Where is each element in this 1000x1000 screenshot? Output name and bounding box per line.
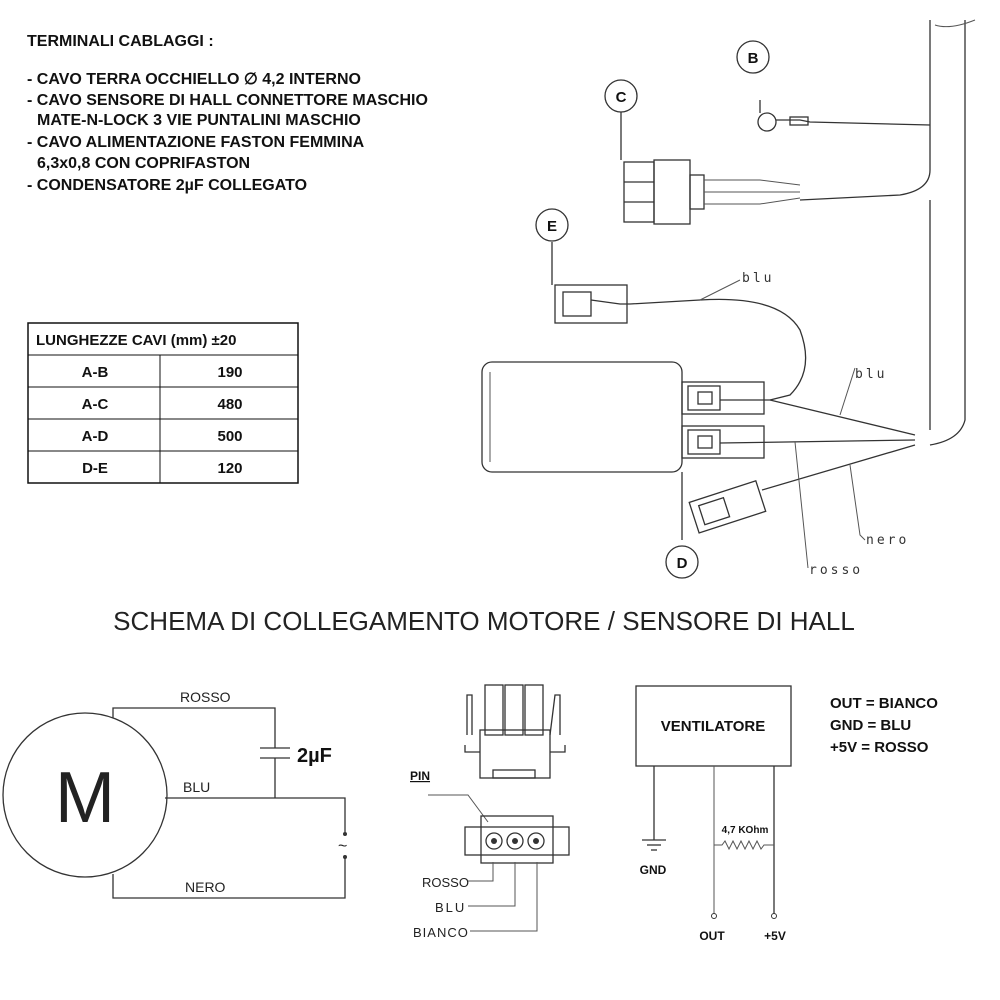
terminals-title: TERMINALI CABLAGGI :	[27, 33, 214, 50]
resistor-label: 4,7 KOhm	[722, 825, 769, 836]
motor-symbol: M	[55, 758, 115, 838]
fan-schematic: VENTILATORE GND 4,7 KOhm OUT +5V OUT = B…	[635, 685, 938, 943]
terminal-line: - CAVO TERRA OCCHIELLO ∅ 4,2 INTERNO	[27, 71, 361, 88]
wire-label-blu-top: blu	[742, 271, 774, 286]
motor-wire-blu: BLU	[183, 779, 210, 795]
capacitor-label: 2µF	[297, 745, 332, 767]
table-cell-length: 190	[217, 364, 242, 381]
terminal-line: - CAVO SENSORE DI HALL CONNETTORE MASCHI…	[27, 92, 428, 109]
marker-c: C	[616, 89, 627, 106]
cable-length-table: LUNGHEZZE CAVI (mm) ±20 A-B 190 A-C 480 …	[27, 322, 299, 484]
wire-label-blu-mid: blu	[855, 367, 887, 382]
harness-drawing: blu blu nero rosso B C E D	[481, 19, 976, 579]
table-header: LUNGHEZZE CAVI (mm) ±20	[36, 332, 236, 349]
hall-connector: PIN ROSSO BLU BIANCO	[410, 684, 570, 940]
motor-wire-nero: NERO	[185, 879, 226, 895]
connector-wire-blu: BLU	[435, 900, 466, 915]
motor-wire-rosso: ROSSO	[180, 689, 231, 705]
connector-wire-bianco: BIANCO	[413, 925, 469, 940]
schema-title: SCHEMA DI COLLEGAMENTO MOTORE / SENSORE …	[113, 606, 855, 636]
fan-legend-line: GND = BLU	[830, 717, 911, 734]
terminal-line: MATE-N-LOCK 3 VIE PUNTALINI MASCHIO	[37, 112, 361, 129]
fan-legend-line: OUT = BIANCO	[830, 695, 938, 712]
terminals-list: - CAVO TERRA OCCHIELLO ∅ 4,2 INTERNO - C…	[27, 71, 428, 194]
out-label: OUT	[699, 929, 725, 943]
ac-symbol: ~	[338, 838, 347, 855]
terminal-line: - CAVO ALIMENTAZIONE FASTON FEMMINA	[27, 134, 365, 151]
table-cell-length: 500	[217, 428, 242, 445]
connector-wire-rosso: ROSSO	[422, 875, 469, 890]
fan-box-label: VENTILATORE	[661, 718, 765, 735]
wire-label-nero: nero	[866, 533, 909, 548]
marker-e: E	[547, 218, 557, 235]
wire-label-rosso: rosso	[809, 563, 863, 578]
table-cell-length: 480	[217, 396, 242, 413]
plus5v-label: +5V	[764, 929, 786, 943]
terminal-line: - CONDENSATORE 2µF COLLEGATO	[27, 177, 307, 194]
marker-d: D	[677, 555, 688, 572]
pin-label: PIN	[410, 769, 430, 783]
table-cell-pair: A-C	[82, 396, 109, 413]
fan-legend-line: +5V = ROSSO	[830, 739, 929, 756]
motor-schematic: M ROSSO BLU NERO 2µF ~	[2, 689, 347, 899]
table-cell-pair: A-B	[82, 364, 109, 381]
gnd-label: GND	[640, 863, 667, 877]
table-cell-pair: D-E	[82, 460, 108, 477]
terminal-line: 6,3x0,8 CON COPRIFASTON	[37, 155, 250, 172]
table-cell-length: 120	[217, 460, 242, 477]
table-cell-pair: A-D	[82, 428, 109, 445]
marker-b: B	[748, 50, 759, 67]
